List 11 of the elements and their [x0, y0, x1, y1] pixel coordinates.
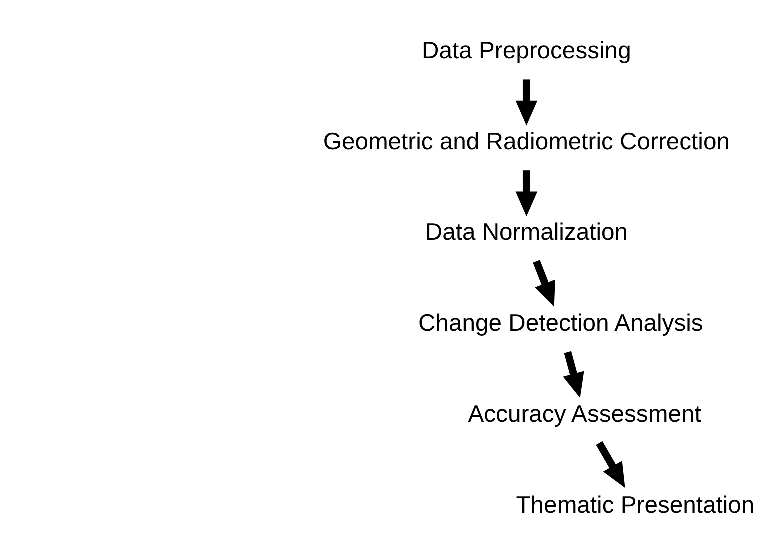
- arrow: [516, 79, 538, 126]
- node-text: Data Preprocessing: [422, 36, 632, 64]
- node-text: Thematic Presentation: [516, 491, 755, 518]
- node-text: Change Detection Analysis: [418, 310, 704, 337]
- node-text: Accuracy Assessment: [468, 400, 702, 428]
- arrow: [596, 440, 626, 488]
- arrow: [533, 260, 556, 306]
- node-text: Data Normalization: [425, 218, 628, 246]
- arrow: [516, 170, 538, 216]
- node-text: Geometric and Radiometric Correction: [323, 128, 730, 155]
- arrow: [563, 350, 584, 398]
